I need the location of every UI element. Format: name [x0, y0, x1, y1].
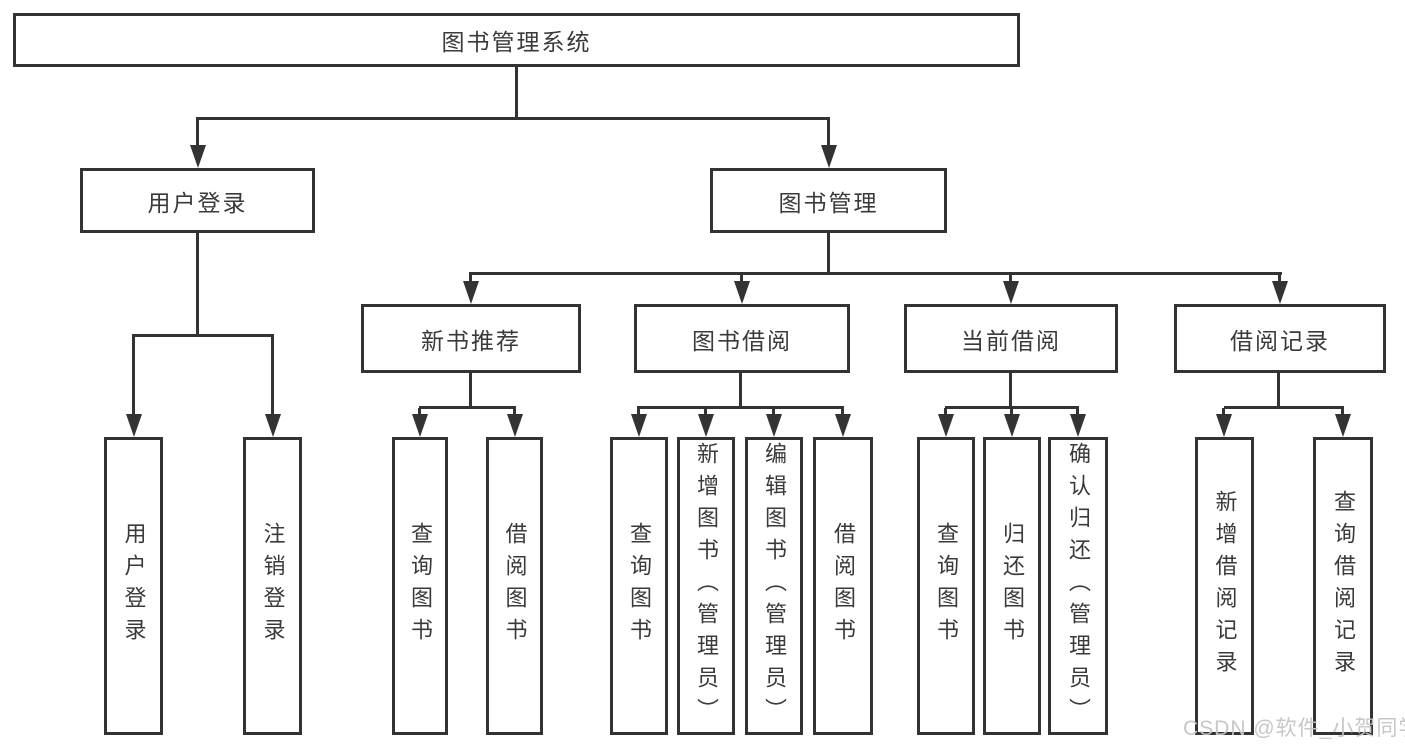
leaf-label: 确认归还（管理员）	[1066, 442, 1091, 730]
arrowhead-icon	[126, 414, 142, 437]
arrowhead-icon	[698, 414, 714, 437]
connector-line	[841, 408, 844, 416]
arrowhead-icon	[766, 414, 782, 437]
leaf-label: 新增图书（管理员）	[694, 442, 719, 730]
leaf-label: 借阅图书	[502, 522, 528, 650]
connector-line	[469, 372, 472, 408]
csdn-watermark: CSDN @软件_小贺同学	[1183, 717, 1405, 740]
arrowhead-icon	[412, 414, 428, 437]
connector-line	[196, 117, 830, 120]
leaf-label: 注销登录	[260, 522, 286, 650]
connector-line	[1076, 408, 1079, 416]
node-user-login: 用户登录	[80, 168, 315, 233]
connector-line	[740, 274, 743, 284]
connector-line	[1222, 408, 1225, 416]
arrowhead-icon	[1004, 414, 1020, 437]
node-borrowing-records: 借阅记录	[1174, 304, 1386, 373]
node-book-management: 图书管理	[710, 168, 947, 233]
connector-line	[637, 408, 640, 416]
arrowhead-icon	[1272, 281, 1288, 304]
leaf-label: 查询图书	[627, 522, 652, 650]
leaf-confirm-return-admin: 确认归还（管理员）	[1048, 437, 1108, 735]
leaf-add-borrow-record: 新增借阅记录	[1195, 437, 1254, 735]
connector-line	[469, 272, 1282, 275]
connector-line	[1224, 406, 1344, 409]
leaf-label: 查询借阅记录	[1331, 490, 1356, 682]
leaf-label: 编辑图书（管理员）	[762, 442, 787, 730]
leaf-label: 用户登录	[121, 522, 147, 650]
leaf-query-books-recommend: 查询图书	[392, 437, 448, 735]
connector-line	[739, 372, 742, 408]
connector-line	[132, 336, 135, 417]
arrowhead-icon	[463, 281, 479, 304]
node-current-borrowing: 当前借阅	[904, 304, 1118, 373]
connector-line	[1277, 372, 1280, 408]
connector-line	[1009, 274, 1012, 284]
connector-line	[704, 408, 707, 416]
arrowhead-icon	[265, 414, 281, 437]
arrowhead-icon	[631, 414, 647, 437]
connector-line	[945, 406, 1079, 409]
connector-line	[515, 66, 518, 119]
leaf-label: 新增借阅记录	[1212, 490, 1238, 682]
arrowhead-icon	[1335, 414, 1351, 437]
leaf-return-books: 归还图书	[983, 437, 1041, 735]
arrowhead-icon	[1003, 281, 1019, 304]
arrowhead-icon	[507, 414, 523, 437]
leaf-borrow-books-recommend: 借阅图书	[486, 437, 543, 735]
leaf-borrow-books: 借阅图书	[813, 437, 873, 735]
connector-line	[1341, 408, 1344, 416]
leaf-label: 查询图书	[408, 522, 433, 650]
node-new-book-recommend: 新书推荐	[361, 304, 581, 373]
arrowhead-icon	[734, 281, 750, 304]
connector-line	[827, 232, 830, 274]
leaf-label: 借阅图书	[831, 522, 856, 650]
node-library-management-system: 图书管理系统	[13, 13, 1020, 67]
leaf-edit-books-admin: 编辑图书（管理员）	[745, 437, 803, 735]
connector-line	[196, 119, 199, 148]
leaf-add-books-admin: 新增图书（管理员）	[677, 437, 735, 735]
leaf-label: 查询图书	[934, 522, 959, 650]
connector-line	[418, 408, 421, 416]
arrowhead-icon	[938, 414, 954, 437]
arrowhead-icon	[190, 145, 206, 168]
connector-line	[469, 274, 472, 284]
connector-line	[1010, 408, 1013, 416]
connector-line	[271, 336, 274, 417]
connector-line	[196, 232, 199, 335]
connector-line	[419, 406, 516, 409]
arrowhead-icon	[1216, 414, 1232, 437]
connector-line	[513, 408, 516, 416]
node-book-borrowing: 图书借阅	[634, 304, 850, 373]
leaf-query-books-current: 查询图书	[917, 437, 975, 735]
connector-line	[637, 406, 844, 409]
leaf-user-login: 用户登录	[104, 437, 163, 735]
connector-line	[827, 119, 830, 148]
arrowhead-icon	[1070, 414, 1086, 437]
connector-line	[944, 408, 947, 416]
arrowhead-icon	[835, 414, 851, 437]
leaf-logout: 注销登录	[243, 437, 302, 735]
connector-line	[1009, 372, 1012, 408]
connector-line	[1278, 274, 1281, 284]
leaf-label: 归还图书	[1000, 522, 1025, 650]
connector-line	[132, 334, 274, 337]
leaf-query-borrow-record: 查询借阅记录	[1313, 437, 1373, 735]
connector-line	[772, 408, 775, 416]
leaf-query-books-borrowing: 查询图书	[610, 437, 668, 735]
arrowhead-icon	[821, 145, 837, 168]
